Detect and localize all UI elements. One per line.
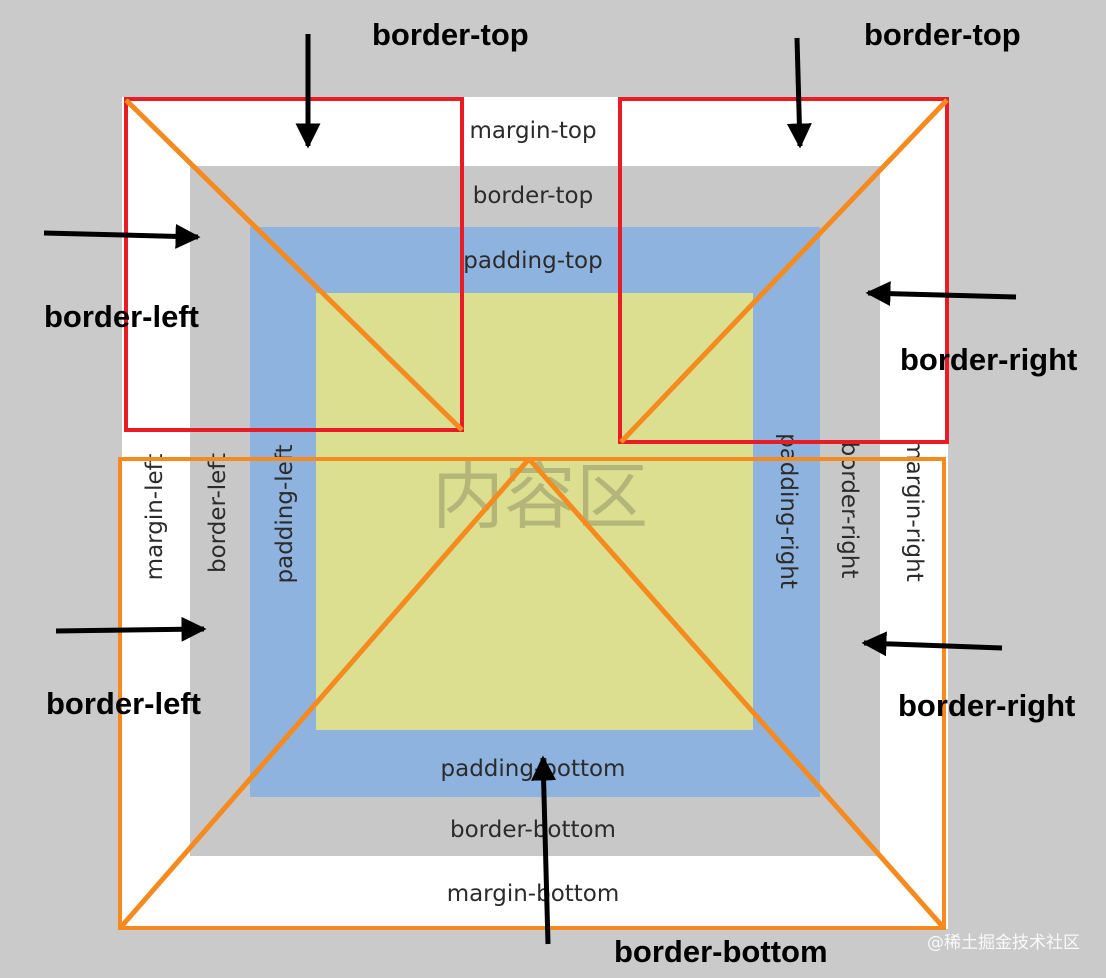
callout-border-bottom: border-bottom	[614, 934, 828, 969]
content-label: 内容区	[432, 455, 648, 539]
border-top-label: border-top	[473, 183, 593, 209]
arrow-border-left-lower	[55, 616, 207, 642]
diagonal-bottom-left	[119, 457, 531, 929]
arrow-border-bottom	[531, 755, 557, 945]
border-right-label: border-right	[836, 442, 862, 579]
red-outline-top-right	[618, 97, 949, 444]
diagonal-bottom-right	[527, 457, 945, 929]
diagonal-top-right	[619, 98, 949, 444]
padding-left-label: padding-left	[272, 444, 298, 583]
callout-border-left-lower: border-left	[46, 686, 201, 721]
margin-bottom-label: margin-bottom	[447, 881, 620, 907]
padding-right-label: padding-right	[775, 433, 801, 589]
arrow-border-left-upper	[43, 223, 201, 249]
callout-border-right-lower: border-right	[898, 688, 1075, 723]
callout-border-right-upper: border-right	[900, 342, 1077, 377]
diagonal-top-left	[124, 98, 464, 432]
arrow-border-right-upper	[865, 281, 1017, 307]
callout-border-top-right: border-top	[864, 17, 1021, 52]
padding-bottom-label: padding-bottom	[441, 756, 626, 782]
border-bottom-label: border-bottom	[450, 817, 616, 843]
arrow-border-right-lower	[861, 631, 1003, 657]
arrow-border-top-right	[786, 37, 812, 149]
padding-top-label: padding-top	[463, 248, 602, 274]
margin-right-label: margin-right	[901, 438, 927, 581]
margin-top-label: margin-top	[469, 118, 596, 144]
content-area	[316, 293, 753, 730]
red-outline-top-left	[124, 97, 464, 432]
watermark: @稀土掘金技术社区	[927, 933, 1080, 953]
callout-border-left-upper: border-left	[44, 299, 199, 334]
border-left-label: border-left	[205, 453, 231, 573]
callout-border-top-left: border-top	[372, 17, 529, 52]
margin-left-label: margin-left	[142, 454, 168, 581]
